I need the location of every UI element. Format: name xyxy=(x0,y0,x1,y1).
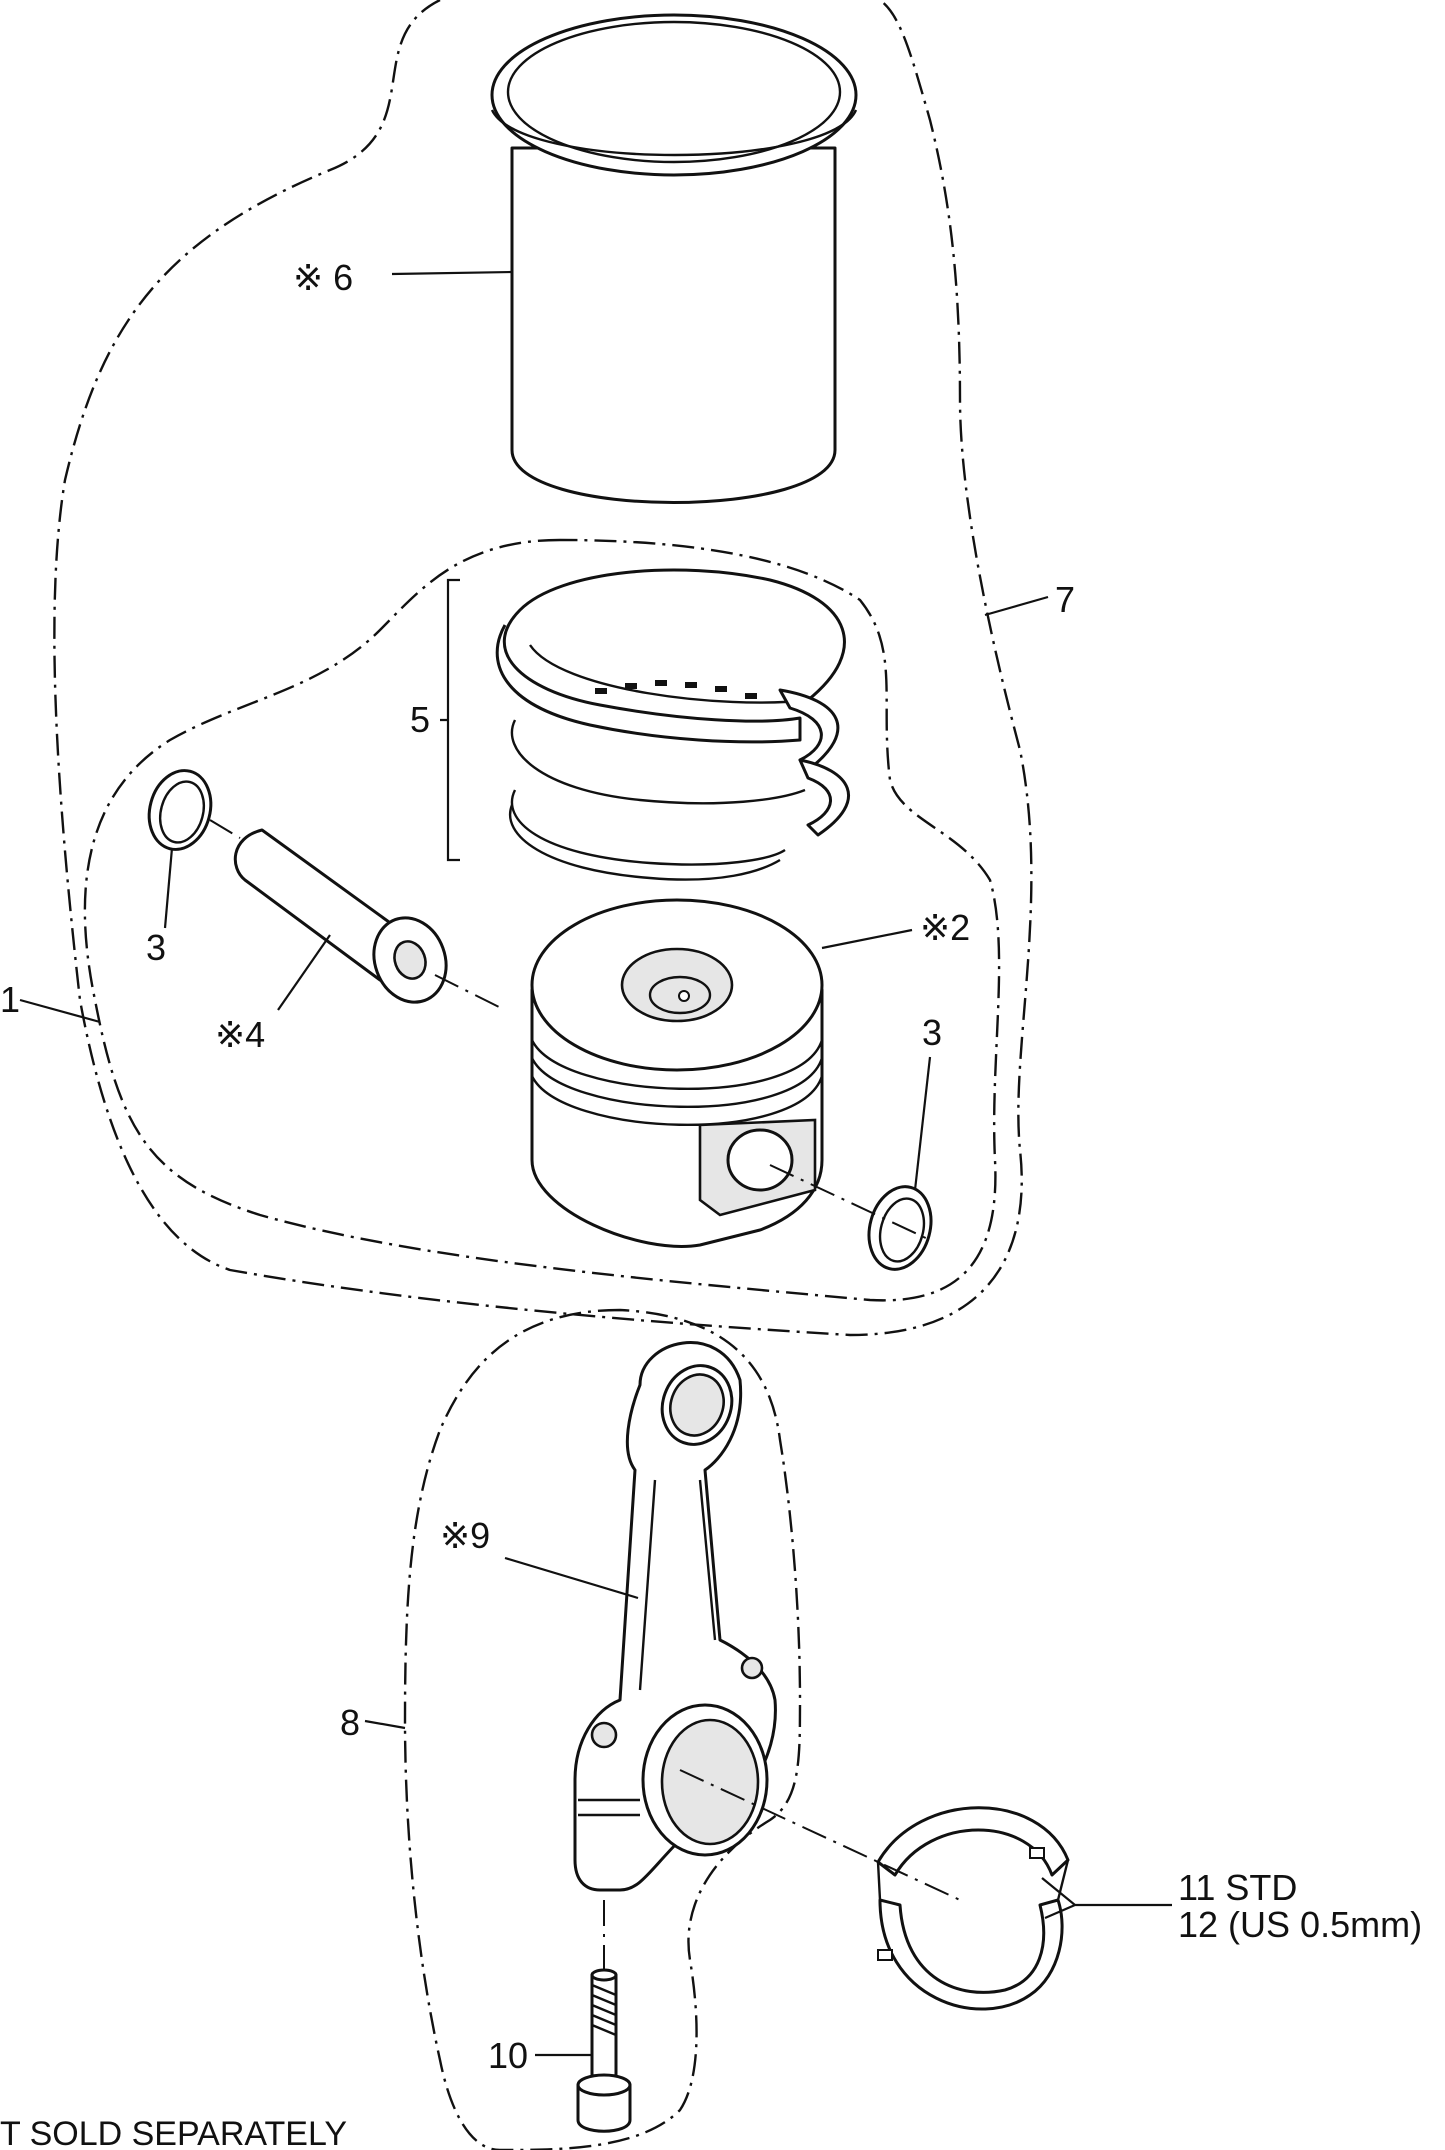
assembly-8-boundary xyxy=(403,1308,802,2150)
oil-ring-slots xyxy=(595,680,757,699)
piston-part xyxy=(530,898,824,1248)
cylinder-liner-part xyxy=(490,13,858,504)
pin-bore-axis xyxy=(769,1164,931,1241)
piston-rings-part xyxy=(495,568,850,881)
big-end-axis xyxy=(679,1769,961,1901)
callout-9: ※9 xyxy=(440,1515,490,1556)
leader-6 xyxy=(391,270,513,276)
assembly-7-boundary xyxy=(53,0,1033,1337)
leader-1 xyxy=(19,998,101,1024)
circlip-left-part xyxy=(147,769,213,851)
callout-3-left: 3 xyxy=(146,927,166,968)
callout-12: 12 (US 0.5mm) xyxy=(1178,1904,1422,1945)
leader-8 xyxy=(364,1719,406,1730)
callout-2: ※2 xyxy=(920,907,970,948)
bearing-shells-part xyxy=(876,1806,1070,2011)
leader-3b xyxy=(913,1056,932,1191)
callout-4: ※4 xyxy=(215,1014,265,1055)
leader-11-12 xyxy=(1041,1877,1172,1920)
rod-bolt-part xyxy=(576,1968,632,2133)
callout-7: 7 xyxy=(1055,579,1075,620)
footnote-not-sold-separately: T SOLD SEPARATELY xyxy=(0,2115,347,2150)
leader-4 xyxy=(277,934,331,1011)
leader-7 xyxy=(984,595,1049,617)
callout-3-right: 3 xyxy=(922,1012,942,1053)
leader-3a xyxy=(163,847,174,929)
callout-10: 10 xyxy=(488,2035,528,2076)
circlip-right-part xyxy=(867,1185,933,1271)
leader-2 xyxy=(821,928,913,950)
assembly-1-boundary xyxy=(83,538,1001,1302)
piston-pin-axis xyxy=(209,819,506,1011)
callout-11: 11 STD xyxy=(1178,1867,1297,1908)
callout-6: ※ 6 xyxy=(293,257,353,298)
callout-1: 1 xyxy=(0,979,20,1020)
connecting-rod-part xyxy=(573,1341,777,1892)
callout-8: 8 xyxy=(340,1702,360,1743)
callout-5: 5 xyxy=(410,699,430,740)
piston-pin-part xyxy=(233,828,448,1004)
rings-bracket xyxy=(440,578,460,862)
leader-9 xyxy=(504,1556,639,1600)
